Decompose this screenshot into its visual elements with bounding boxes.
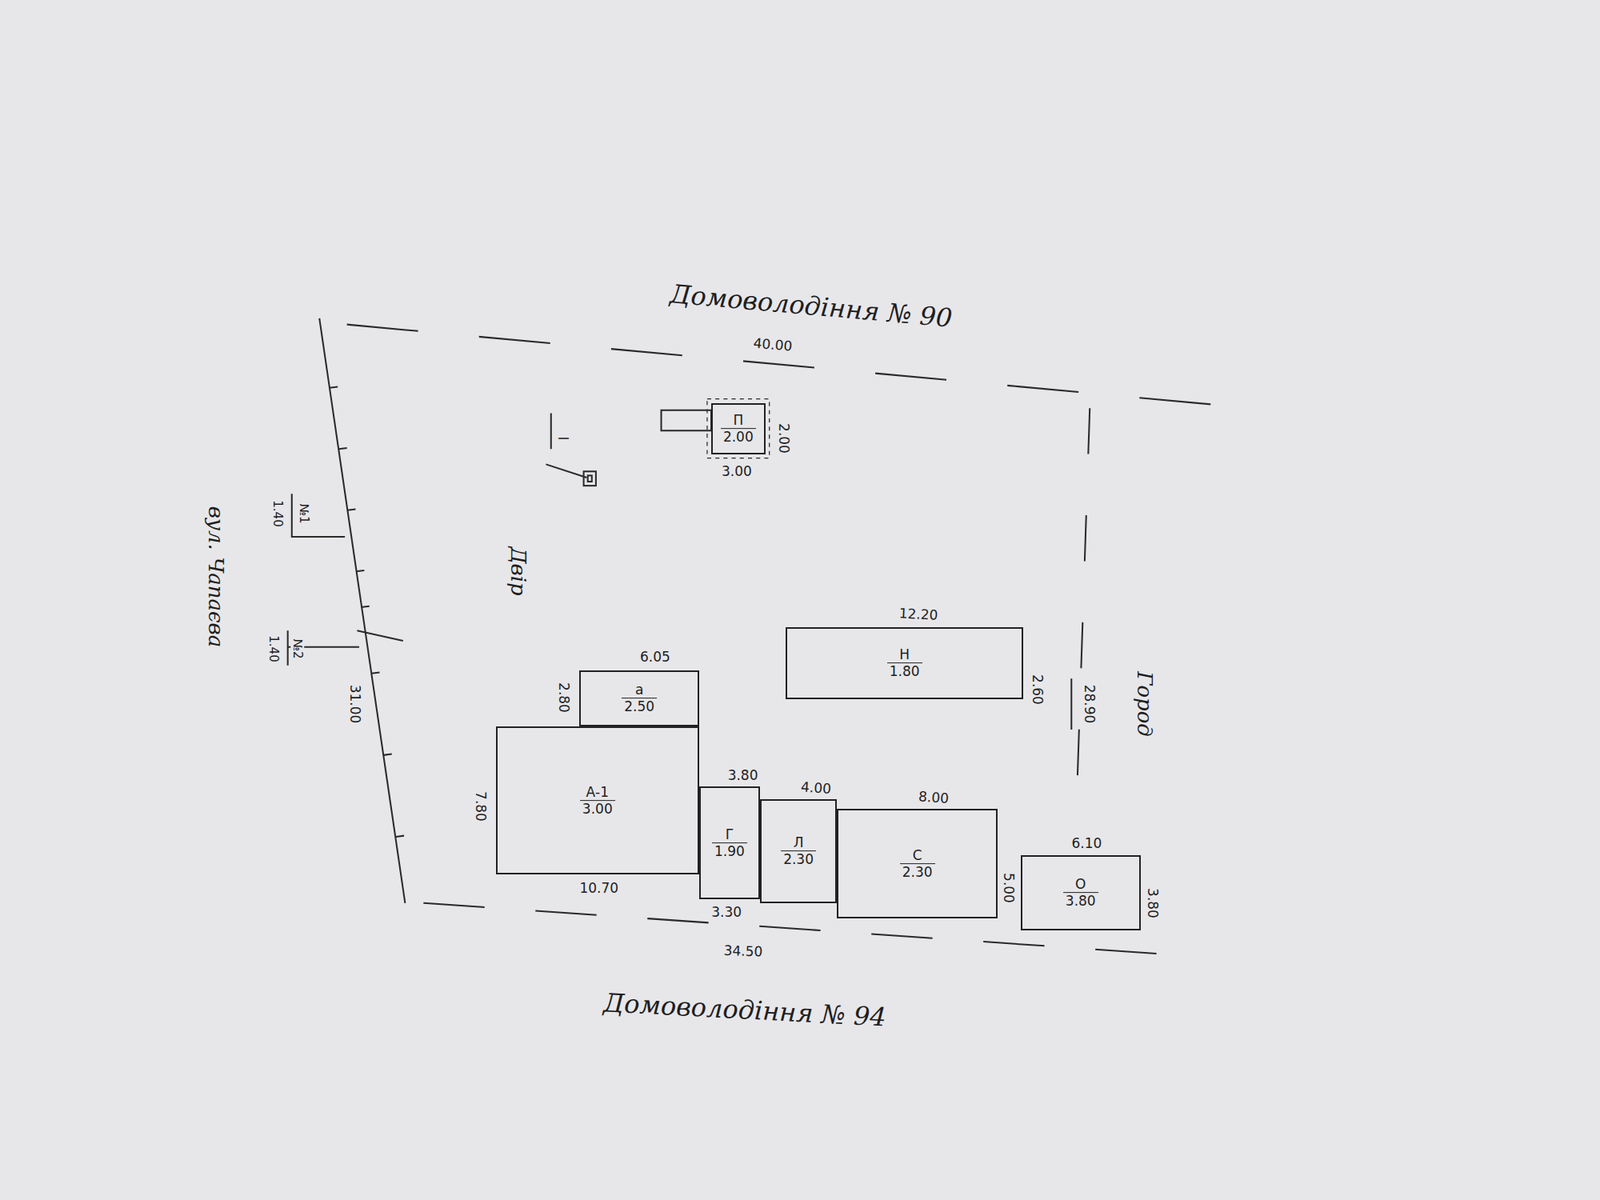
place-name: Двір <box>507 545 531 598</box>
dimension-label: 3.30 <box>709 904 744 920</box>
dimension-label: 7.80 <box>472 789 488 824</box>
boundary-line <box>347 324 1220 406</box>
dimension-label: 28.90 <box>1082 683 1098 726</box>
building-outline: а2.50 <box>579 670 699 727</box>
place-name: вул. Чапаєва <box>204 504 228 648</box>
height-value: 2.30 <box>780 850 816 868</box>
dimension-label: 6.10 <box>1069 835 1104 851</box>
building-label: а2.50 <box>621 681 657 716</box>
gate-leader <box>292 493 345 537</box>
building-label: А-13.00 <box>580 784 616 818</box>
building-outline: Н1.80 <box>785 627 1024 699</box>
dimension-label: 2.80 <box>556 681 572 716</box>
gate-leader <box>288 630 360 665</box>
dimension-label: 2.00 <box>776 422 792 456</box>
annex-outline <box>707 399 770 459</box>
dimension-label: 3.80 <box>726 768 760 784</box>
dimension-label: 1.40 <box>271 498 285 528</box>
building-outline: Г1.90 <box>699 786 761 899</box>
height-value: 3.80 <box>1063 892 1099 910</box>
building-label: С2.30 <box>900 847 936 881</box>
building-outline: О3.80 <box>1020 855 1142 931</box>
dimension-label: 3.80 <box>1145 886 1161 920</box>
dimension-label: 12.20 <box>896 605 940 623</box>
place-name: Домоволодіння № 94 <box>601 988 889 1032</box>
height-value: 2.50 <box>621 698 657 716</box>
height-value: 2.00 <box>720 428 756 445</box>
height-value: 3.00 <box>580 800 616 817</box>
building-outline: С2.30 <box>836 808 999 918</box>
dimension-label: 2.60 <box>1030 672 1046 707</box>
building-label: О3.80 <box>1063 876 1099 910</box>
fraction-bar <box>1070 678 1072 730</box>
place-name: Город <box>1133 669 1157 739</box>
well-symbol <box>545 413 587 478</box>
dimension-label: 34.50 <box>721 943 764 960</box>
building-letter: а <box>632 681 646 698</box>
place-name: Домоволодіння № 90 <box>667 280 956 333</box>
dimension-label: 4.00 <box>799 779 834 797</box>
height-value: 1.80 <box>887 663 923 680</box>
well-symbol <box>588 475 592 482</box>
building-letter: Г <box>723 826 736 843</box>
dimension-label: 40.00 <box>750 336 794 355</box>
street-line <box>319 318 405 904</box>
building-letter: С <box>910 847 925 864</box>
dimension-label: №1 <box>297 501 312 525</box>
building-letter: О <box>1072 876 1088 892</box>
dimension-label: 6.05 <box>638 649 672 665</box>
street-ticks <box>329 386 404 836</box>
building-outline: П2.00 <box>711 403 766 455</box>
dimension-label: 31.00 <box>348 683 364 726</box>
building-label: П2.00 <box>720 412 756 446</box>
annex-outline <box>661 410 712 432</box>
building-outline: А-13.00 <box>496 726 700 875</box>
building-letter: П <box>730 412 746 428</box>
building-label: Н1.80 <box>887 646 923 680</box>
dimension-label: №2 <box>291 637 305 661</box>
dimension-label: 8.00 <box>916 789 952 808</box>
height-value: 2.30 <box>900 863 936 880</box>
boundary-line <box>1076 408 1091 806</box>
dimension-label: 3.00 <box>720 464 754 480</box>
dimension-label: 1.40 <box>267 634 281 664</box>
building-outline: Л2.30 <box>760 799 837 904</box>
height-value: 1.90 <box>712 842 748 860</box>
building-letter: Л <box>791 834 807 851</box>
building-letter: А-1 <box>583 784 612 800</box>
building-label: Г1.90 <box>712 826 748 860</box>
gate-mark <box>356 630 403 641</box>
building-letter: Н <box>896 646 912 663</box>
plan-lines <box>288 318 1220 955</box>
building-label: Л2.30 <box>780 834 816 868</box>
dimension-label: I <box>556 435 572 443</box>
well-symbol <box>584 471 596 486</box>
dimension-label: 5.00 <box>1001 871 1017 905</box>
dimension-label: 10.70 <box>577 880 620 896</box>
